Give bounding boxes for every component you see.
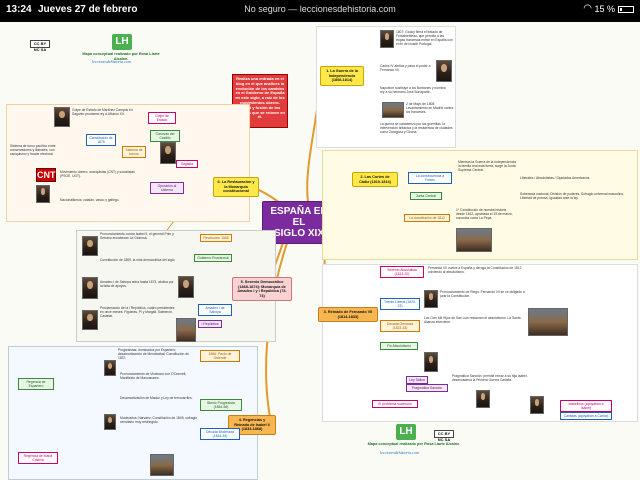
text-sexenio-4: Proclamación de la I República, cuatro p…	[100, 306, 175, 318]
author-caption-top: Mapa conceptual realizado por Rosa Liart…	[82, 52, 160, 61]
text-sexenio-2: Constitución de 1869, la más democrática…	[100, 258, 176, 262]
tag-isabelinos[interactable]: Isabelinos (apoyaban a Isabel)	[560, 400, 612, 412]
tag-fin-absolutismo[interactable]: Fin Absolutismo	[380, 342, 418, 350]
wifi-icon: ◠	[583, 3, 592, 14]
painting-fusilamiento	[528, 308, 568, 336]
portrait-fernando-vii	[436, 60, 452, 82]
tag-canovas[interactable]: Cánovas del Castillo	[150, 130, 180, 142]
text-guerra-3: Napoleón sustituye a los Borbones y nomb…	[380, 86, 446, 94]
text-guerra-1: 1807: Godoy firma el tratado de Fontaine…	[396, 30, 453, 46]
tag-oposicion[interactable]: Oposición al sistema	[150, 182, 184, 194]
text-restauracion-3: Movimiento obrero: anarquistas (CNT) y s…	[60, 170, 135, 178]
site-link-bottom[interactable]: leccionesdehistoria.com	[380, 450, 419, 455]
tag-golpe-estado[interactable]: Golpe de Estado	[148, 112, 176, 124]
text-fernando-3: Los Cien Mil Hijos de San Luis restauran…	[424, 316, 521, 324]
central-title-line1: ESPAÑA EN EL	[270, 206, 328, 228]
text-guerra-2: Carlos IV abdica y pasa el poder a Ferna…	[380, 64, 431, 72]
tag-regencia-espartero[interactable]: Regencia de Espartero	[18, 378, 54, 390]
text-restauracion-2: Sistema de turno pacífico entre conserva…	[10, 144, 56, 156]
tag-revolucion-1868[interactable]: Revolución 1868	[200, 234, 232, 242]
portrait-amadeo	[82, 277, 98, 299]
tag-sagasta[interactable]: Sagasta	[176, 160, 198, 168]
portrait-carlos-maria-isidro	[530, 396, 544, 414]
text-cortes-4: 1º Constitución de nuestra historia desd…	[456, 208, 513, 220]
portrait-espartero	[104, 360, 116, 376]
battery-indicator: 15 %	[594, 4, 634, 14]
portrait-figueras	[82, 310, 98, 330]
tag-ley-salica[interactable]: Ley Sálica	[406, 376, 428, 384]
text-restauracion-4: Nacionalismos: catalán, vasco y gallego.	[60, 198, 120, 202]
text-sexenio-1: Pronunciamiento contra Isabel II, el gen…	[100, 232, 174, 240]
node-guerra-independencia[interactable]: 1. La Guerra de la Independencia (1808-1…	[320, 66, 364, 86]
battery-icon	[618, 6, 634, 14]
portrait-pablo-iglesias	[36, 185, 50, 203]
text-fernando-1: Fernando VII vuelve a España y deroga la…	[428, 266, 522, 274]
portrait-narvaez	[104, 414, 116, 430]
date: Jueves 27 de febrero	[38, 4, 138, 15]
cnt-logo: CNT	[36, 168, 56, 182]
text-sexenio-3: Amadeo I de Saboya reina hasta 1873, abd…	[100, 280, 174, 288]
portrait-maria-cristina	[424, 352, 438, 372]
mind-map-canvas[interactable]: CC BY NC SA LH Mapa conceptual realizado…	[0, 22, 640, 480]
text-isabel-1: Progresistas: dominados por Espartero; d…	[118, 348, 189, 360]
painting-cortes	[456, 228, 492, 252]
text-cortes-3: Soberanía nacional, División de poderes,…	[520, 192, 625, 200]
tag-bienio-progresista[interactable]: Bienio Progresista (1854-56)	[200, 399, 242, 411]
tag-consecuencias[interactable]: La consecuencia a Fortes	[408, 172, 452, 184]
portrait-prim	[82, 236, 98, 256]
tag-gobierno-provisional[interactable]: Gobierno Provisional	[194, 254, 232, 262]
region-guerra	[316, 26, 456, 148]
tag-decada-moderada[interactable]: Década Moderada (1844-54)	[200, 428, 240, 440]
text-cortes-2: Liberales / Absolutistas / Diputados Ame…	[520, 176, 590, 180]
tag-trienio-liberal[interactable]: Trienio Liberal (1820-23)	[380, 298, 420, 310]
tag-carlistas[interactable]: Carlistas (apoyaban a Carlos)	[560, 412, 612, 420]
tag-amadeo[interactable]: Amadeo I de Saboya	[198, 304, 232, 316]
text-isabel-3: Pronunciamiento de Vicalvaro con O'Donne…	[120, 372, 187, 380]
author-caption-bottom: Mapa conceptual realizado por Rosa Liart…	[367, 442, 461, 446]
tag-sistema-turnos[interactable]: Sistema de turnos	[122, 146, 146, 158]
tag-sexenio-absolutista[interactable]: Sexenio Absolutista (1814-20)	[380, 266, 424, 278]
portrait-martinez-campos	[54, 107, 70, 127]
url-bar[interactable]: No seguro — leccionesdehistoria.com	[244, 4, 396, 14]
portrait-riego	[424, 290, 438, 308]
text-fernando-2: Pronunciamiento de Riego: Fernando VII s…	[440, 290, 525, 298]
painting-republica	[176, 318, 196, 342]
tag-problema-sucesorio[interactable]: El problema sucesorio	[372, 400, 418, 408]
tag-pragmatica[interactable]: Pragmática Sanción	[406, 384, 448, 392]
ipad-status-bar: 13:24 Jueves 27 de febrero No seguro — l…	[0, 0, 640, 22]
text-isabel-2: Moderados: Narváez; Constitución de 1845…	[120, 416, 197, 424]
node-sexenio[interactable]: 5. Sexenio Democrático (1868-1874): Mona…	[232, 277, 292, 302]
site-link-top[interactable]: leccionesdehistoria.com	[92, 59, 131, 64]
portrait-isabel-ii	[476, 390, 490, 408]
tag-decada-ominosa[interactable]: Década Ominosa (1823-33)	[380, 320, 420, 332]
portrait-canovas	[160, 142, 176, 164]
clock: 13:24	[6, 4, 32, 15]
lh-logo-bottom: LH	[396, 424, 416, 440]
painting-isabel	[150, 454, 174, 476]
central-title-line2: SIGLO XIX	[273, 228, 324, 239]
node-cortes-cadiz[interactable]: 2. Las Cortes de Cádiz (1810-1814)	[352, 172, 398, 188]
portrait-godoy	[380, 30, 394, 48]
text-isabel-4: Desamortización de Madoz y Ley de ferroc…	[120, 396, 193, 400]
node-regencias-isabel[interactable]: 4. Regencias y Reinado de Isabel II (183…	[228, 415, 276, 435]
text-guerra-5: La guerra se caracterizó por las guerril…	[380, 122, 453, 134]
battery-percent: 15 %	[594, 4, 615, 14]
portrait-serrano	[178, 276, 194, 298]
cc-license-badge-bottom: CC BY NC SA	[434, 430, 454, 442]
node-restauracion[interactable]: 6. La Restauración y la Monarquía consti…	[213, 177, 259, 197]
painting-2-mayo	[382, 102, 404, 118]
text-cortes-1: Mientras la Guerra de la Independencia l…	[458, 160, 516, 172]
text-guerra-4: 2 de Mayo de 1808: Levantamiento en Madr…	[406, 102, 454, 114]
tag-constitucion-1876[interactable]: Constitución de 1876	[86, 134, 116, 146]
tag-constitucion-1812[interactable]: La constitución de 1812	[404, 214, 450, 222]
tag-pacto-ostende[interactable]: 1866: Pacto de Ostende	[200, 350, 240, 362]
cc-license-badge-top: CC BY NC SA	[30, 40, 50, 52]
tag-republica[interactable]: I República	[198, 320, 222, 328]
tag-junta-central[interactable]: Junta Central	[410, 192, 442, 200]
lh-logo-top: LH	[112, 34, 132, 50]
text-fernando-4: Pragmática Sanción: permite reinar a su …	[452, 374, 528, 382]
node-fernando-vii[interactable]: 3. Reinado de Fernando VII (1814-1833)	[318, 307, 378, 323]
tag-regencia-maria-cristina[interactable]: Regencia de María Cristina	[18, 452, 58, 464]
text-restauracion-1: Golpe de Estado de Martínez Campos en Sa…	[72, 108, 133, 116]
